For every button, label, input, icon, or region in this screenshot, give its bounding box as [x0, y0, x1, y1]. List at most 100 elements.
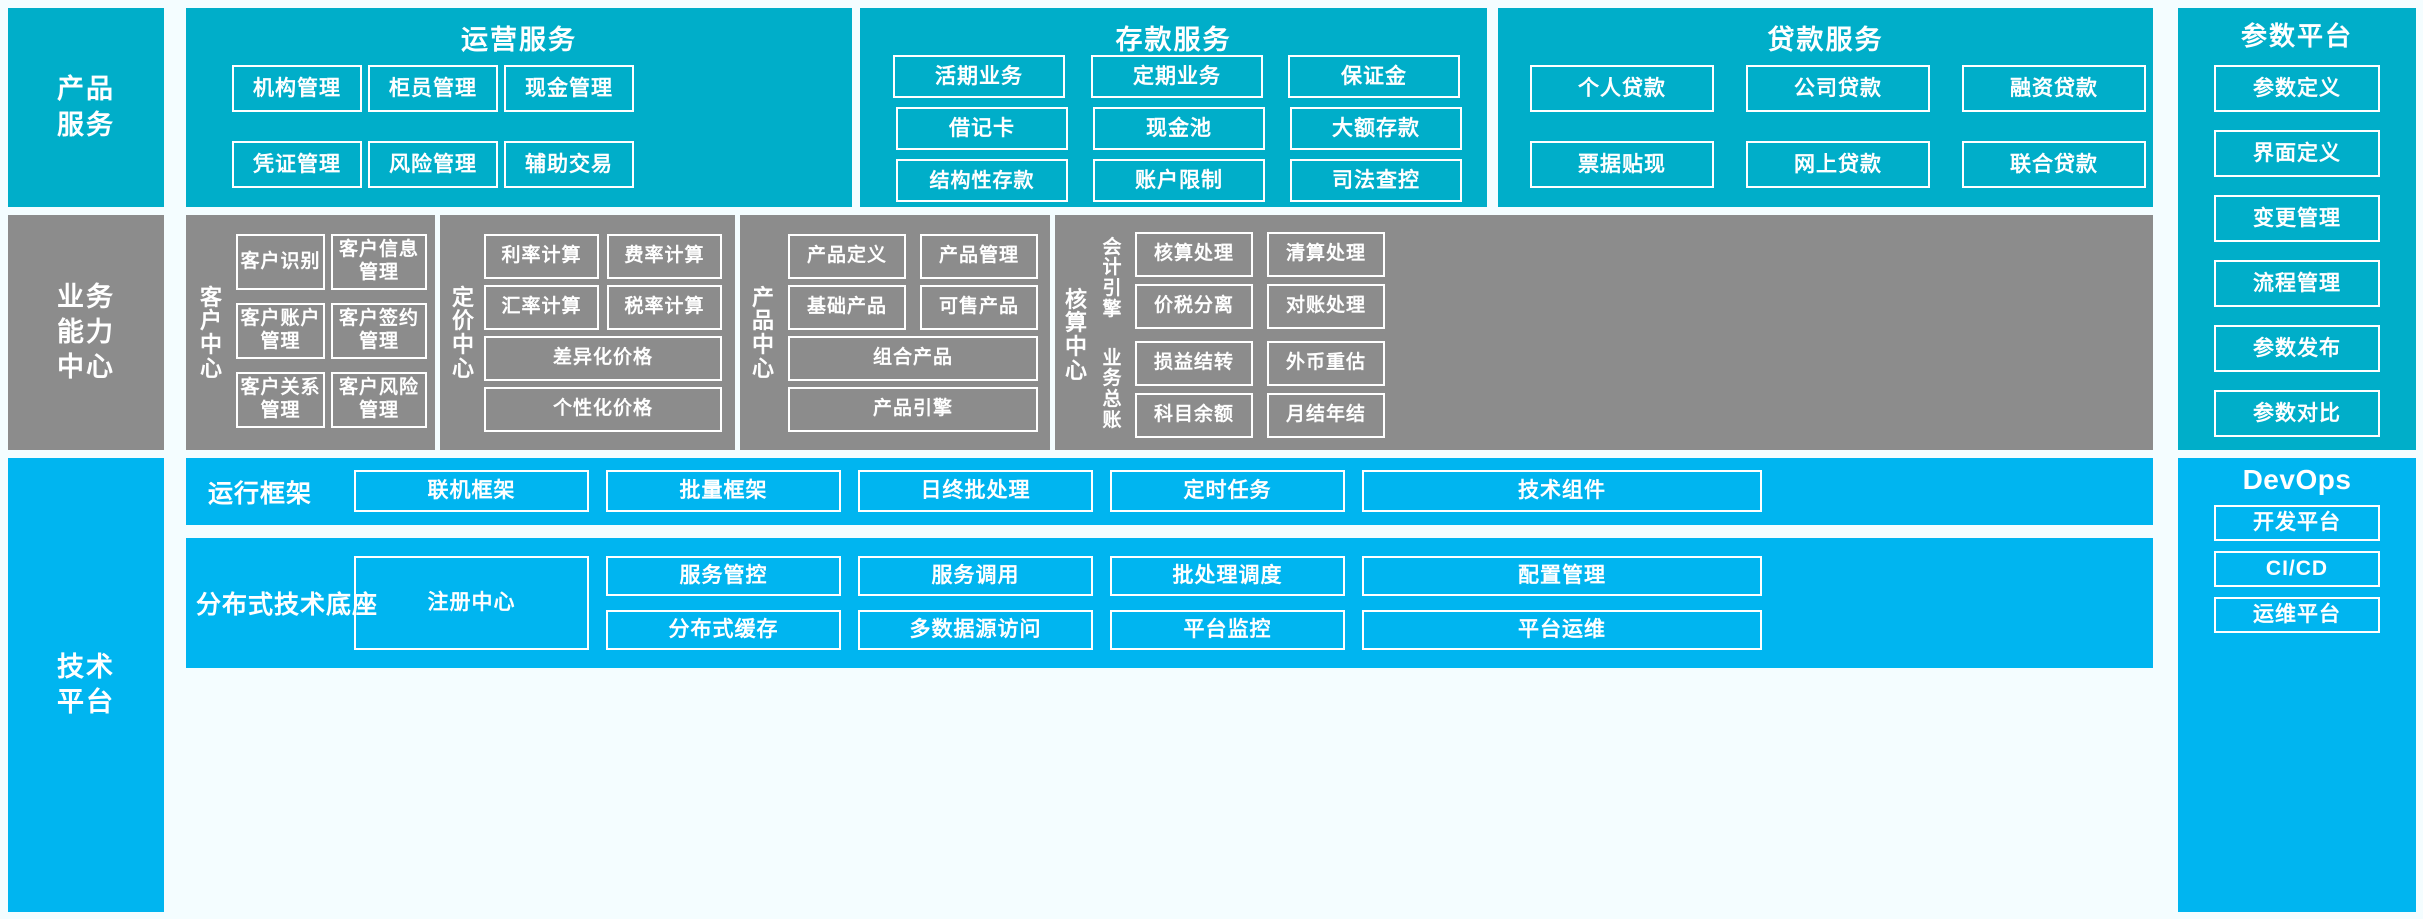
service-box[interactable]: 保证金 — [1288, 55, 1460, 98]
center-customer: 客 户 中 心 客户识别 客户信息管理 客户账户管理 客户签约管理 客户关系管理… — [186, 215, 435, 450]
business-capability-filler — [1400, 215, 2153, 450]
capability-box[interactable]: 客户风险管理 — [331, 372, 427, 428]
service-box[interactable]: 结构性存款 — [896, 159, 1068, 202]
service-box[interactable]: 账户限制 — [1093, 159, 1265, 202]
service-box[interactable]: 现金管理 — [504, 65, 634, 112]
capability-box[interactable]: 客户识别 — [236, 234, 325, 290]
capability-box[interactable]: 价税分离 — [1135, 284, 1253, 329]
service-box[interactable]: 大额存款 — [1290, 107, 1462, 150]
capability-box[interactable]: 客户签约管理 — [331, 303, 427, 359]
tech-box[interactable]: 平台监控 — [1110, 610, 1345, 650]
label-char: 客 — [199, 284, 222, 310]
capability-box[interactable]: 对账处理 — [1267, 284, 1385, 329]
group-loan-service: 贷款服务 个人贷款 公司贷款 融资贷款 票据贴现 网上贷款 联合贷款 — [1498, 8, 2153, 207]
label-char: 心 — [451, 355, 474, 381]
capability-box[interactable]: 费率计算 — [607, 234, 722, 279]
tech-box[interactable]: 批量框架 — [606, 470, 841, 512]
parameter-platform-panel: 参数平台 参数定义 界面定义 变更管理 流程管理 参数发布 参数对比 — [2178, 8, 2416, 450]
label-char: 中 — [451, 332, 474, 357]
service-box[interactable]: 机构管理 — [232, 65, 362, 112]
label-char: 算 — [1064, 310, 1087, 336]
tech-box[interactable]: 平台运维 — [1362, 610, 1762, 650]
capability-box[interactable]: 损益结转 — [1135, 341, 1253, 386]
label-char: 品 — [751, 308, 774, 334]
capability-box[interactable]: 客户信息管理 — [331, 234, 427, 290]
service-box[interactable]: 融资贷款 — [1962, 65, 2146, 112]
tech-box[interactable]: 联机框架 — [354, 470, 589, 512]
service-box[interactable]: 网上贷款 — [1746, 141, 1930, 188]
service-box[interactable]: 个人贷款 — [1530, 65, 1714, 112]
tech-box[interactable]: 服务管控 — [606, 556, 841, 596]
devops-box[interactable]: 运维平台 — [2214, 597, 2380, 633]
parameter-box[interactable]: 界面定义 — [2214, 130, 2380, 177]
capability-box[interactable]: 核算处理 — [1135, 232, 1253, 277]
tech-box[interactable]: 批处理调度 — [1110, 556, 1345, 596]
parameter-box[interactable]: 参数定义 — [2214, 65, 2380, 112]
capability-box[interactable]: 科目余额 — [1135, 393, 1253, 438]
label-char: 定 — [451, 284, 474, 310]
tech-box[interactable]: 配置管理 — [1362, 556, 1762, 596]
capability-box[interactable]: 客户关系管理 — [236, 372, 325, 428]
capability-box[interactable]: 基础产品 — [788, 285, 906, 330]
service-box[interactable]: 活期业务 — [893, 55, 1065, 98]
devops-box[interactable]: CI/CD — [2214, 551, 2380, 587]
product-service-label-line-1: 产品 — [57, 74, 115, 105]
tech-box-register-center[interactable]: 注册中心 — [354, 556, 589, 650]
service-box[interactable]: 借记卡 — [896, 107, 1068, 150]
service-box[interactable]: 定期业务 — [1091, 55, 1263, 98]
center-accounting-label: 核 算 中 心 — [1059, 255, 1093, 415]
parameter-box[interactable]: 参数对比 — [2214, 390, 2380, 437]
capability-box[interactable]: 利率计算 — [484, 234, 599, 279]
capability-box[interactable]: 客户账户管理 — [236, 303, 325, 359]
service-box[interactable]: 柜员管理 — [368, 65, 498, 112]
group-operation-service: 运营服务 机构管理 柜员管理 现金管理 凭证管理 风险管理 辅助交易 — [186, 8, 852, 207]
label-char: 计 — [1102, 257, 1122, 279]
service-box[interactable]: 风险管理 — [368, 141, 498, 188]
parameter-box[interactable]: 流程管理 — [2214, 260, 2380, 307]
tech-box[interactable]: 技术组件 — [1362, 470, 1762, 512]
service-box[interactable]: 辅助交易 — [504, 141, 634, 188]
subgroup-general-ledger-label: 业 务 总 账 — [1097, 340, 1127, 440]
group-deposit-service-title: 存款服务 — [1115, 25, 1232, 55]
service-box[interactable]: 司法查控 — [1290, 159, 1462, 202]
center-product: 产 品 中 心 产品定义 产品管理 基础产品 可售产品 组合产品 产品引擎 — [740, 215, 1050, 450]
capability-box[interactable]: 个性化价格 — [484, 387, 722, 432]
label-char: 心 — [199, 355, 222, 381]
capability-box[interactable]: 产品定义 — [788, 234, 906, 279]
parameter-box[interactable]: 变更管理 — [2214, 195, 2380, 242]
service-box[interactable]: 联合贷款 — [1962, 141, 2146, 188]
capability-box[interactable]: 组合产品 — [788, 336, 1038, 381]
service-box[interactable]: 公司贷款 — [1746, 65, 1930, 112]
runtime-framework-label: 运行框架 — [208, 479, 313, 508]
capability-box[interactable]: 汇率计算 — [484, 285, 599, 330]
capability-box[interactable]: 产品管理 — [920, 234, 1038, 279]
label-char: 中 — [1064, 334, 1087, 359]
parameter-box[interactable]: 参数发布 — [2214, 325, 2380, 372]
capability-box[interactable]: 税率计算 — [607, 285, 722, 330]
row-label-business-capability: 业务 能力 中心 — [8, 215, 164, 450]
tech-platform-label-line-2: 平台 — [57, 687, 115, 717]
tech-box[interactable]: 多数据源访问 — [858, 610, 1093, 650]
tech-box[interactable]: 分布式缓存 — [606, 610, 841, 650]
tech-box[interactable]: 服务调用 — [858, 556, 1093, 596]
capability-box[interactable]: 清算处理 — [1267, 232, 1385, 277]
parameter-platform-title: 参数平台 — [2240, 21, 2353, 51]
business-capability-label-line-3: 中心 — [57, 352, 115, 383]
label-char: 心 — [751, 355, 774, 381]
label-char: 价 — [451, 308, 474, 334]
label-char: 产 — [751, 284, 774, 310]
capability-box[interactable]: 月结年结 — [1267, 393, 1385, 438]
tech-box[interactable]: 日终批处理 — [858, 470, 1093, 512]
capability-box[interactable]: 差异化价格 — [484, 336, 722, 381]
product-service-label-line-2: 服务 — [57, 109, 115, 140]
service-box[interactable]: 现金池 — [1093, 107, 1265, 150]
center-customer-label: 客 户 中 心 — [194, 233, 228, 433]
capability-box[interactable]: 产品引擎 — [788, 387, 1038, 432]
capability-box[interactable]: 可售产品 — [920, 285, 1038, 330]
service-box[interactable]: 票据贴现 — [1530, 141, 1714, 188]
capability-box[interactable]: 外币重估 — [1267, 341, 1385, 386]
devops-box[interactable]: 开发平台 — [2214, 505, 2380, 541]
tech-box[interactable]: 定时任务 — [1110, 470, 1345, 512]
service-box[interactable]: 凭证管理 — [232, 141, 362, 188]
